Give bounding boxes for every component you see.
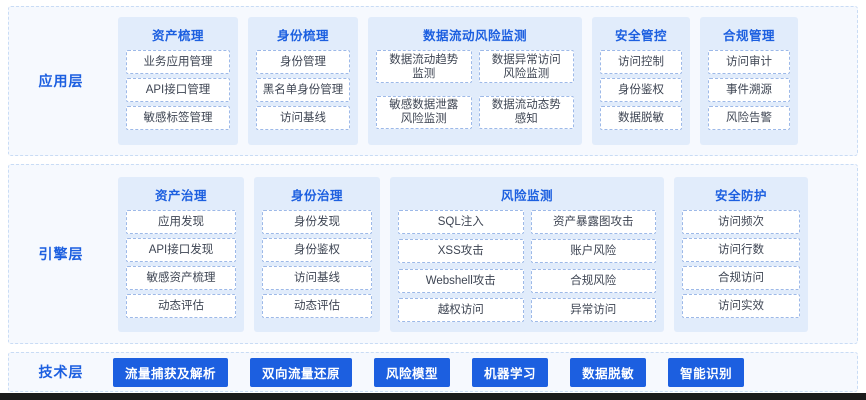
list-item[interactable]: 黑名单身份管理 — [256, 78, 350, 102]
group-asset-governance[interactable]: 资产治理 应用发现 API接口发现 敏感资产梳理 动态评估 — [118, 176, 244, 332]
list-item[interactable]: 敏感资产梳理 — [126, 265, 236, 290]
tech-pill-bidirectional-restore[interactable]: 双向流量还原 — [250, 357, 353, 387]
list-item[interactable]: 身份鉴权 — [600, 78, 682, 102]
layer-label-application: 应用层 — [38, 73, 84, 89]
list-item[interactable]: 合规访问 — [682, 265, 800, 290]
group-items: 业务应用管理 API接口管理 敏感标签管理 — [126, 50, 230, 137]
group-items: 访问频次 访问行数 合规访问 访问实效 — [682, 209, 800, 324]
group-title: 数据流动风险监测 — [422, 29, 527, 43]
list-item[interactable]: API接口发现 — [126, 237, 236, 262]
group-security-protection[interactable]: 安全防护 访问频次 访问行数 合规访问 访问实效 — [674, 176, 808, 332]
layer-engine: 引擎层 资产治理 应用发现 API接口发现 敏感资产梳理 动态评估 身份治理 身… — [8, 164, 858, 344]
layer-technology: 技术层 流量捕获及解析 双向流量还原 风险模型 机器学习 数据脱敏 智能识别 — [8, 352, 858, 392]
list-item[interactable]: 数据脱敏 — [600, 106, 682, 130]
layer-label-technology: 技术层 — [38, 364, 84, 380]
group-identity-governance[interactable]: 身份治理 身份发现 身份鉴权 访问基线 动态评估 — [254, 176, 380, 332]
group-title: 安全管控 — [614, 29, 667, 43]
list-item[interactable]: 敏感标签管理 — [126, 106, 230, 130]
list-item[interactable]: SQL注入 — [398, 209, 524, 234]
group-items: 身份发现 身份鉴权 访问基线 动态评估 — [262, 209, 372, 324]
list-item[interactable]: 访问审计 — [708, 50, 790, 74]
list-item[interactable]: 数据流动态势 感知 — [478, 95, 574, 129]
list-item[interactable]: 身份管理 — [256, 50, 350, 74]
group-items: 身份管理 黑名单身份管理 访问基线 — [256, 50, 350, 137]
list-item[interactable]: 访问基线 — [262, 265, 372, 290]
layer-body-technology: 流量捕获及解析 双向流量还原 风险模型 机器学习 数据脱敏 智能识别 — [113, 357, 857, 387]
layer-label-engine: 引擎层 — [38, 246, 84, 262]
group-title: 身份梳理 — [276, 29, 329, 43]
list-item[interactable]: 身份发现 — [262, 209, 372, 234]
group-title: 合规管理 — [722, 29, 775, 43]
list-item[interactable]: 数据流动趋势 监测 — [376, 50, 472, 83]
list-item[interactable]: 访问频次 — [682, 209, 800, 234]
tech-pill-machine-learning[interactable]: 机器学习 — [472, 357, 549, 387]
list-item[interactable]: 越权访问 — [398, 298, 524, 322]
group-asset-inventory[interactable]: 资产梳理 业务应用管理 API接口管理 敏感标签管理 — [118, 17, 238, 145]
group-data-flow-risk-monitoring[interactable]: 数据流动风险监测 数据流动趋势 监测 数据异常访问 风险监测 敏感数据泄露 风险… — [368, 17, 582, 145]
list-item[interactable]: 访问实效 — [682, 293, 800, 318]
group-title: 资产梳理 — [151, 29, 204, 43]
list-item[interactable]: API接口管理 — [126, 78, 230, 102]
group-title: 身份治理 — [290, 188, 343, 203]
group-identity-inventory[interactable]: 身份梳理 身份管理 黑名单身份管理 访问基线 — [248, 17, 358, 145]
list-item[interactable]: 应用发现 — [126, 209, 236, 234]
group-items: 访问审计 事件溯源 风险告警 — [708, 50, 790, 137]
group-items: 数据流动趋势 监测 数据异常访问 风险监测 敏感数据泄露 风险监测 数据流动态势… — [376, 50, 574, 137]
list-item[interactable]: 账户风险 — [530, 239, 656, 263]
list-item[interactable]: 动态评估 — [126, 293, 236, 318]
group-title: 资产治理 — [154, 188, 207, 203]
list-item[interactable]: 动态评估 — [262, 293, 372, 318]
list-item[interactable]: 访问行数 — [682, 237, 800, 262]
bottom-strip — [0, 393, 866, 400]
group-items: 应用发现 API接口发现 敏感资产梳理 动态评估 — [126, 209, 236, 324]
group-risk-monitoring[interactable]: 风险监测 SQL注入 资产暴露图攻击 XSS攻击 账户风险 Webshell攻击… — [390, 176, 664, 332]
tech-pill-risk-model[interactable]: 风险模型 — [374, 357, 451, 387]
layer-body-application: 资产梳理 业务应用管理 API接口管理 敏感标签管理 身份梳理 身份管理 黑名单… — [113, 7, 857, 155]
list-item[interactable]: 异常访问 — [530, 298, 656, 322]
layer-body-engine: 资产治理 应用发现 API接口发现 敏感资产梳理 动态评估 身份治理 身份发现 … — [113, 165, 857, 343]
list-item[interactable]: Webshell攻击 — [398, 268, 524, 293]
group-title: 安全防护 — [714, 188, 767, 203]
list-item[interactable]: 资产暴露图攻击 — [530, 209, 656, 234]
tech-pill-data-masking[interactable]: 数据脱敏 — [570, 357, 647, 387]
list-item[interactable]: 敏感数据泄露 风险监测 — [376, 95, 472, 129]
list-item[interactable]: 身份鉴权 — [262, 237, 372, 262]
list-item[interactable]: XSS攻击 — [398, 239, 524, 263]
group-items: 访问控制 身份鉴权 数据脱敏 — [600, 50, 682, 137]
list-item[interactable]: 事件溯源 — [708, 78, 790, 102]
group-items: SQL注入 资产暴露图攻击 XSS攻击 账户风险 Webshell攻击 合规风险… — [398, 209, 656, 324]
group-security-control[interactable]: 安全管控 访问控制 身份鉴权 数据脱敏 — [592, 17, 690, 145]
list-item[interactable]: 数据异常访问 风险监测 — [478, 50, 574, 83]
list-item[interactable]: 业务应用管理 — [126, 50, 230, 74]
layer-application: 应用层 资产梳理 业务应用管理 API接口管理 敏感标签管理 身份梳理 身份管理… — [8, 6, 858, 156]
list-item[interactable]: 风险告警 — [708, 106, 790, 130]
tech-pill-intelligent-recognition[interactable]: 智能识别 — [668, 357, 745, 387]
tech-pill-traffic-capture[interactable]: 流量捕获及解析 — [113, 357, 229, 387]
list-item[interactable]: 合规风险 — [530, 268, 656, 293]
group-title: 风险监测 — [500, 188, 553, 203]
list-item[interactable]: 访问控制 — [600, 50, 682, 74]
list-item[interactable]: 访问基线 — [256, 106, 350, 130]
group-compliance-management[interactable]: 合规管理 访问审计 事件溯源 风险告警 — [700, 17, 798, 145]
